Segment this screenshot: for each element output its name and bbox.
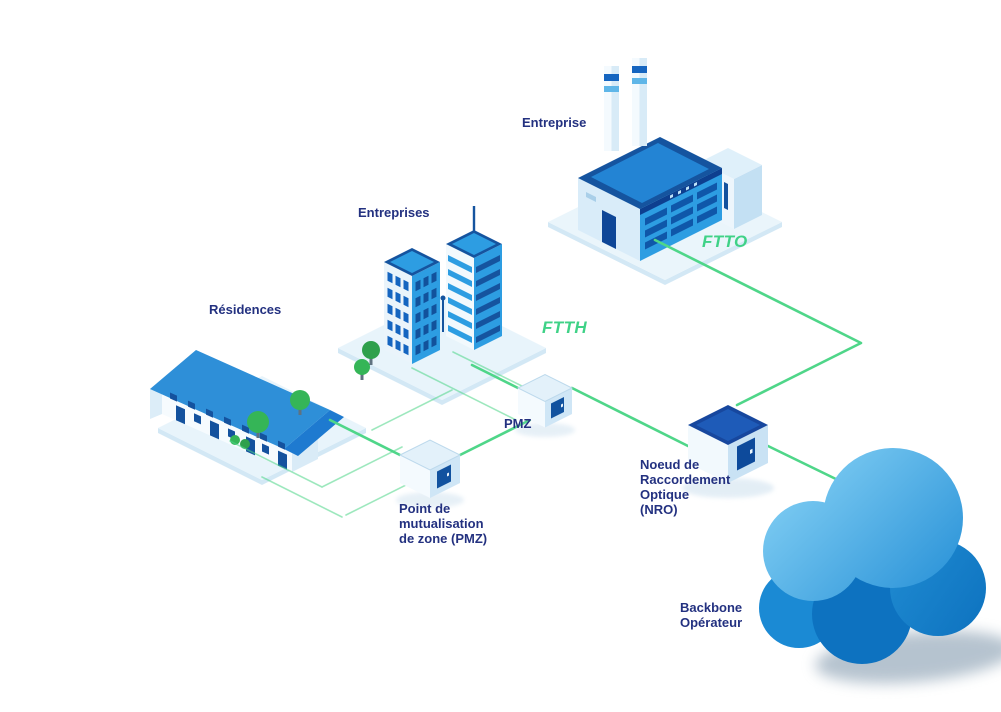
- fibre-main-lines: [328, 238, 863, 483]
- street-cabinet-icon: [396, 373, 774, 508]
- label-backbone-line1: Backbone: [680, 600, 743, 615]
- label-backbone: Backbone Opérateur: [680, 600, 742, 630]
- ftto-line: [653, 238, 863, 407]
- cloud-icon: [759, 448, 1001, 684]
- label-backbone-line2: Opérateur: [680, 615, 743, 630]
- ftth-line-pmzzone-pmz: [458, 418, 532, 457]
- ftth-line-residences-pmz: [328, 418, 402, 457]
- label-pmz-zone: Point de mutualisation de zone (PMZ): [399, 501, 487, 546]
- label-pmz-zone-line2: mutualisation: [399, 516, 484, 531]
- label-ftth: FTTH: [542, 318, 588, 337]
- line-nro-cloud: [766, 444, 842, 483]
- office-towers-icon: [338, 206, 546, 405]
- label-residences: Résidences: [209, 302, 282, 317]
- label-nro-line2: Raccordement: [640, 472, 731, 487]
- houses-icon: [150, 350, 366, 485]
- label-pmz: PMZ: [504, 416, 532, 431]
- label-entreprises: Entreprises: [358, 205, 430, 220]
- label-nro-line3: Optique: [640, 487, 690, 502]
- label-ftto: FTTO: [702, 232, 748, 251]
- chimney-icon: [604, 58, 647, 151]
- label-pmz-zone-line1: Point de: [399, 501, 451, 516]
- ftth-line-pmz-nro: [570, 386, 692, 449]
- tree-icon: [354, 341, 380, 380]
- ftth-line-offices-pmz: [470, 363, 520, 390]
- label-nro-line1: Noeud de: [640, 457, 700, 472]
- factory-icon: [548, 58, 782, 285]
- label-nro-line4: (NRO): [640, 502, 678, 517]
- label-nro: Noeud de Raccordement Optique (NRO): [640, 457, 730, 517]
- label-entreprise: Entreprise: [522, 115, 587, 130]
- label-pmz-zone-line3: de zone (PMZ): [399, 531, 488, 546]
